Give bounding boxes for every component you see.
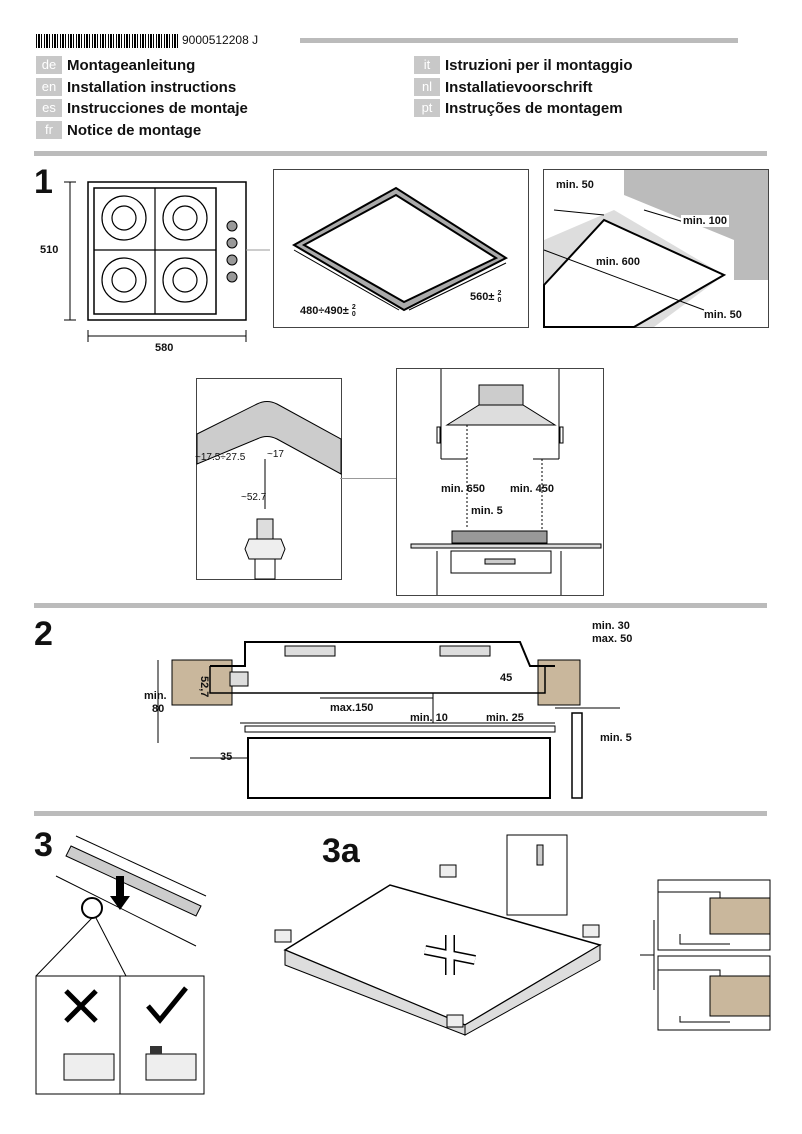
tolerance-down: 0	[497, 297, 502, 304]
connection-frame: ~17.5÷27.5 ~17 ~52.7	[195, 378, 342, 580]
underside-svg	[274, 834, 602, 1036]
document-number: 9000512208 J	[182, 33, 259, 47]
hood-min650: min. 650	[441, 483, 486, 495]
hood-min5: min. 5	[471, 505, 503, 517]
clearance-min50-bottom: min. 50	[704, 309, 742, 321]
v52-label: 52,7	[198, 676, 210, 698]
cutout-depth-value: 480÷490±	[300, 304, 349, 317]
lang-code: es	[36, 99, 62, 117]
max50-label: max. 50	[592, 633, 633, 645]
cross-section-diagram: min. 30 max. 50 min. 80 52,7 45 max.150 …	[144, 618, 770, 808]
section-number-1: 1	[34, 163, 53, 201]
lang-title: Installatievoorschrift	[445, 78, 593, 96]
lang-code: it	[414, 56, 440, 74]
lang-title: Instrucciones de montaje	[67, 99, 248, 117]
v80-label: 80	[152, 703, 165, 715]
section-number-2: 2	[34, 615, 53, 653]
hood-svg	[410, 369, 602, 595]
section-number-3: 3	[34, 826, 53, 864]
header-rule	[300, 38, 738, 43]
section-divider	[34, 151, 767, 156]
section-number-3a: 3a	[322, 832, 360, 870]
clamp-detail-diagram	[640, 879, 771, 1031]
hob-drawing-svg	[64, 181, 270, 342]
min5-label: min. 5	[600, 732, 632, 744]
connection-label-a: ~17.5÷27.5	[195, 452, 246, 463]
lang-code: fr	[36, 121, 62, 139]
clamp-svg	[640, 879, 771, 1031]
connection-label-b: ~17	[267, 449, 284, 460]
lang-title: Montageanleitung	[67, 56, 196, 74]
v35-label: 35	[220, 751, 233, 763]
lang-title: Installation instructions	[67, 78, 237, 96]
tolerance-up: 2	[351, 304, 356, 311]
cutout-svg	[291, 186, 509, 312]
lang-code: en	[36, 78, 62, 96]
step3-diagram	[35, 835, 207, 1096]
lang-nl: nl Installatievoorschrift	[414, 77, 593, 97]
clearance-svg	[543, 170, 768, 328]
clearance-min50-top: min. 50	[556, 179, 594, 191]
lang-code: nl	[414, 78, 440, 96]
lang-code: de	[36, 56, 62, 74]
lang-en: en Installation instructions	[36, 77, 236, 97]
lang-it: it Istruzioni per il montaggio	[414, 55, 633, 75]
min25-label: min. 25	[486, 712, 524, 724]
lang-code: pt	[414, 99, 440, 117]
v45-label: 45	[500, 672, 513, 684]
tolerance-up: 2	[497, 290, 502, 297]
lang-fr: fr Notice de montage	[36, 120, 201, 140]
max150-label: max.150	[330, 702, 374, 714]
clearance-min100: min. 100	[681, 215, 730, 227]
lang-title: Notice de montage	[67, 121, 202, 139]
barcode	[36, 34, 180, 48]
hood-min450: min. 450	[510, 483, 555, 495]
lang-pt: pt Instruções de montagem	[414, 98, 623, 118]
lang-title: Instruções de montagem	[445, 99, 623, 117]
hob-top-view: 510 580	[40, 170, 270, 360]
hood-frame: min. 650 min. 450 min. 5	[396, 368, 604, 596]
step3-svg	[35, 835, 207, 1095]
section-divider	[34, 603, 767, 608]
hob-underside-diagram	[274, 834, 615, 1036]
lang-title: Istruzioni per il montaggio	[445, 56, 633, 74]
cutout-width-value: 560±	[470, 290, 495, 303]
hob-height-label: 510	[40, 244, 59, 256]
tolerance-down: 0	[351, 311, 356, 318]
section-divider	[34, 811, 767, 816]
connection-svg	[196, 401, 342, 580]
min10-label: min. 10	[410, 712, 448, 724]
hob-width-label: 580	[155, 342, 174, 354]
lang-es: es Instrucciones de montaje	[36, 98, 248, 118]
clearance-frame: min. 50 min. 100 min. 600 min. 50	[543, 169, 769, 328]
cross-section-svg	[157, 641, 620, 799]
min-label: min.	[144, 690, 167, 702]
min30-label: min. 30	[592, 620, 630, 632]
clearance-min600: min. 600	[596, 256, 641, 268]
connection-label-c: ~52.7	[241, 492, 267, 503]
connector-line	[340, 478, 396, 479]
lang-de: de Montageanleitung	[36, 55, 195, 75]
